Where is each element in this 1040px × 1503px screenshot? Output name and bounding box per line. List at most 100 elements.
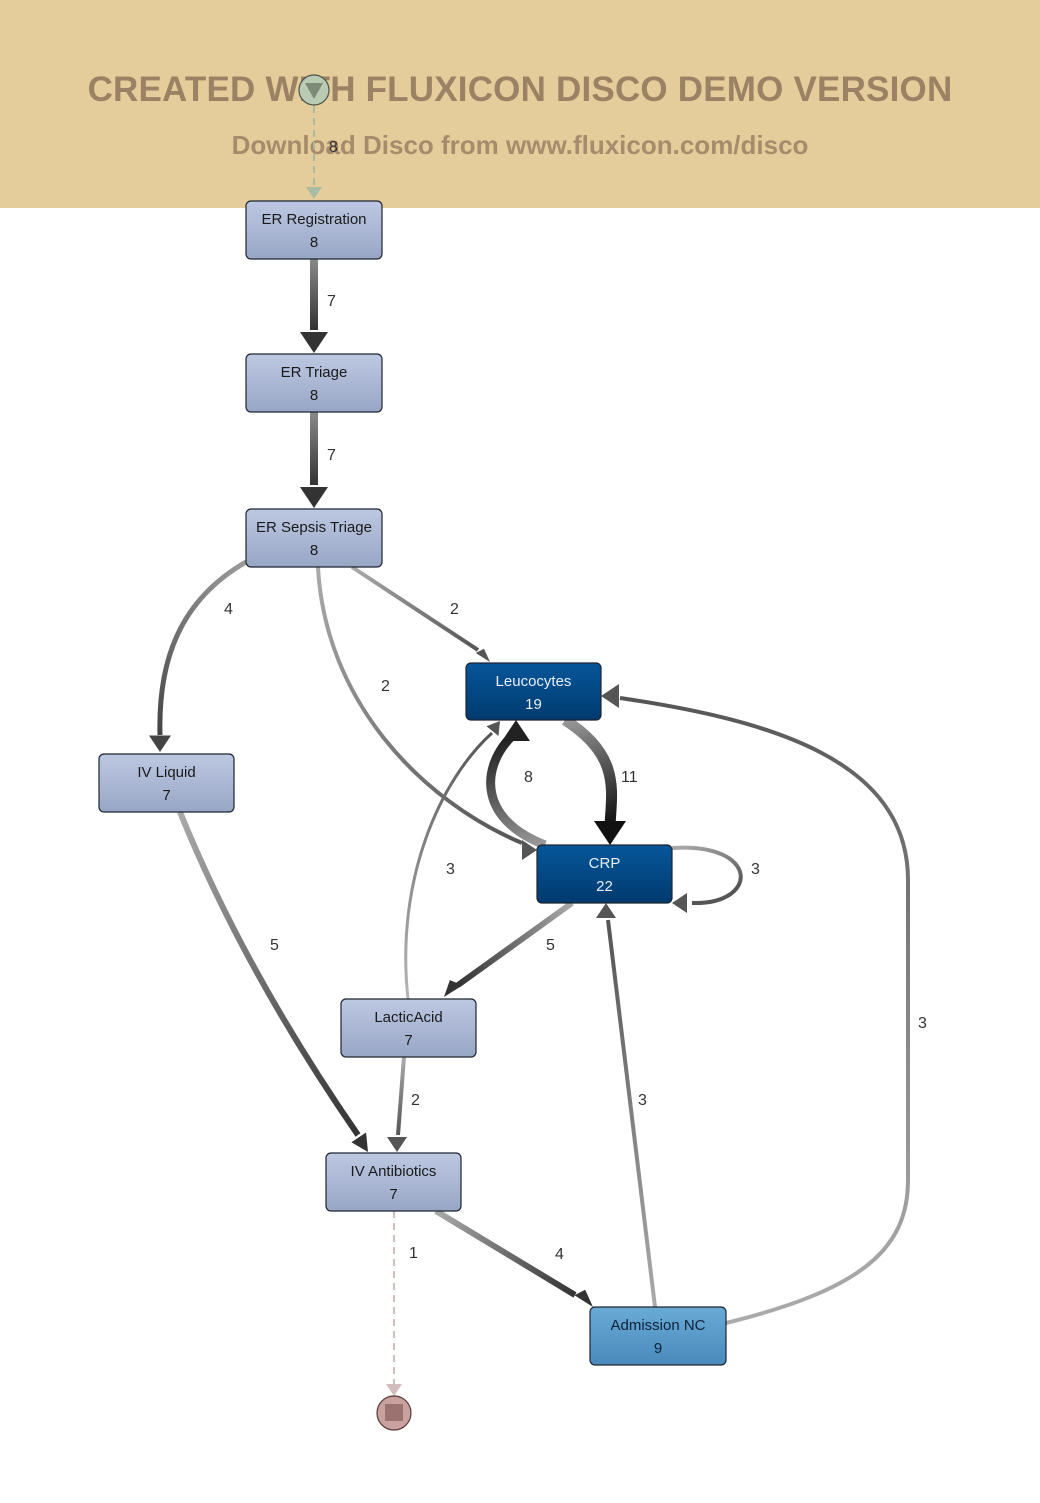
arrowhead-icon xyxy=(300,332,328,353)
edge-er-sepsis-triage-to-leucocytes[interactable] xyxy=(350,565,490,662)
edge-frequency-label: 3 xyxy=(918,1015,927,1032)
edge-path[interactable] xyxy=(157,559,248,736)
edge-er-sepsis-triage-to-crp[interactable] xyxy=(316,566,537,860)
activity-frequency: 9 xyxy=(654,1340,662,1357)
activity-node-er-registration[interactable]: ER Registration 8 xyxy=(245,200,383,260)
edge-path[interactable] xyxy=(486,734,547,850)
edge-frequency-label: 5 xyxy=(546,937,555,954)
start-node[interactable] xyxy=(298,74,330,106)
edge-path[interactable] xyxy=(606,919,657,1308)
edge-frequency-label: 7 xyxy=(327,447,336,464)
activity-box[interactable] xyxy=(245,353,383,413)
arrowhead-icon xyxy=(601,684,619,708)
edge-frequency-label: 11 xyxy=(621,769,638,786)
activity-frequency: 8 xyxy=(310,387,318,404)
edge-lacticacid-to-leucocytes[interactable] xyxy=(404,721,500,1000)
edge-start-to-er-registration[interactable] xyxy=(306,106,322,199)
activity-node-er-sepsis-triage[interactable]: ER Sepsis Triage 8 xyxy=(245,508,383,568)
arrowhead-icon xyxy=(486,721,500,736)
edge-path[interactable] xyxy=(350,565,480,652)
edge-path[interactable] xyxy=(316,566,523,845)
arrowhead-icon xyxy=(306,187,322,199)
arrowhead-icon xyxy=(672,893,687,913)
activity-name: ER Triage xyxy=(281,364,348,381)
activity-box[interactable] xyxy=(465,662,602,721)
activity-box[interactable] xyxy=(245,508,383,568)
edge-path[interactable] xyxy=(562,715,618,826)
edge-frequency-label: 1 xyxy=(409,1245,418,1262)
edge-path[interactable] xyxy=(619,696,910,1325)
watermark-subtitle: Download Disco from www.fluxicon.com/dis… xyxy=(231,130,809,160)
activity-box[interactable] xyxy=(98,753,235,813)
activity-frequency: 8 xyxy=(310,542,318,559)
edge-iv-antibiotics-to-admission-nc[interactable] xyxy=(434,1208,593,1307)
edge-frequency-label: 2 xyxy=(411,1092,420,1109)
edge-er-registration-to-er-triage[interactable] xyxy=(300,259,328,353)
end-node[interactable] xyxy=(376,1395,412,1431)
edge-path[interactable] xyxy=(456,900,574,988)
edge-path[interactable] xyxy=(434,1208,577,1298)
edge-frequency-label: 8 xyxy=(329,139,338,156)
activity-box[interactable] xyxy=(245,200,383,260)
activity-frequency: 7 xyxy=(162,787,170,804)
activity-node-er-triage[interactable]: ER Triage 8 xyxy=(245,353,383,413)
edge-iv-antibiotics-to-end[interactable] xyxy=(386,1211,402,1396)
watermark-title: CREATED WITH FLUXICON DISCO DEMO VERSION xyxy=(87,70,953,109)
edge-path[interactable] xyxy=(671,845,743,906)
edge-frequency-label: 2 xyxy=(450,601,459,618)
activity-node-iv-liquid[interactable]: IV Liquid 7 xyxy=(98,753,235,813)
arrowhead-icon xyxy=(351,1132,368,1152)
edge-iv-liquid-to-iv-antibiotics[interactable] xyxy=(177,810,368,1152)
activity-name: CRP xyxy=(589,855,621,872)
activity-node-crp[interactable]: CRP 22 xyxy=(536,844,673,904)
arrowhead-icon xyxy=(502,720,530,741)
activity-name: ER Registration xyxy=(261,211,366,228)
activity-box[interactable] xyxy=(536,844,673,904)
edge-frequency-label: 2 xyxy=(381,678,390,695)
activity-frequency: 8 xyxy=(310,234,318,251)
edge-path[interactable] xyxy=(177,810,361,1137)
activity-frequency: 19 xyxy=(525,696,542,713)
arrowhead-icon xyxy=(596,903,616,918)
activity-box[interactable] xyxy=(325,1152,462,1212)
arrowhead-icon xyxy=(444,980,463,997)
edge-crp-to-lacticacid[interactable] xyxy=(444,900,574,997)
arrowhead-icon xyxy=(387,1137,407,1152)
arrowhead-icon xyxy=(149,735,171,752)
edge-lacticacid-to-iv-antibiotics[interactable] xyxy=(387,1056,407,1152)
edge-frequency-label: 4 xyxy=(555,1246,564,1263)
edge-er-triage-to-er-sepsis-triage[interactable] xyxy=(300,412,328,508)
demo-watermark-banner: CREATED WITH FLUXICON DISCO DEMO VERSION… xyxy=(0,0,1040,208)
activity-name: ER Sepsis Triage xyxy=(256,519,372,536)
activity-node-leucocytes[interactable]: Leucocytes 19 xyxy=(465,662,602,721)
activity-name: Admission NC xyxy=(610,1317,705,1334)
activity-box[interactable] xyxy=(589,1306,727,1366)
activity-frequency: 22 xyxy=(596,878,613,895)
activity-frequency: 7 xyxy=(404,1032,412,1049)
activity-name: IV Liquid xyxy=(137,764,195,781)
edge-frequency-label: 3 xyxy=(638,1092,647,1109)
edge-crp-to-leucocytes[interactable] xyxy=(486,720,547,850)
edge-er-sepsis-triage-to-iv-liquid[interactable] xyxy=(149,559,248,752)
edge-path[interactable] xyxy=(396,1056,406,1136)
square-stop-icon xyxy=(385,1404,403,1421)
activity-frequency: 7 xyxy=(389,1186,397,1203)
activity-node-iv-antibiotics[interactable]: IV Antibiotics 7 xyxy=(325,1152,462,1212)
edge-leucocytes-to-crp[interactable] xyxy=(562,715,626,845)
arrowhead-icon xyxy=(300,487,328,508)
triangle-down-icon xyxy=(305,83,323,99)
edge-frequency-label: 4 xyxy=(224,601,233,618)
edge-frequency-label: 5 xyxy=(270,937,279,954)
arrowhead-icon xyxy=(475,648,490,662)
activity-node-admission-nc[interactable]: Admission NC 9 xyxy=(589,1306,727,1366)
edge-admission-nc-to-crp[interactable] xyxy=(596,903,657,1308)
arrowhead-icon xyxy=(574,1289,593,1307)
activity-box[interactable] xyxy=(340,998,477,1058)
edge-path[interactable] xyxy=(404,731,494,1000)
activity-name: IV Antibiotics xyxy=(351,1163,437,1180)
edge-admission-nc-to-leucocytes[interactable] xyxy=(601,684,910,1325)
edge-crp-to-crp[interactable] xyxy=(671,845,743,913)
activity-name: Leucocytes xyxy=(496,673,572,690)
